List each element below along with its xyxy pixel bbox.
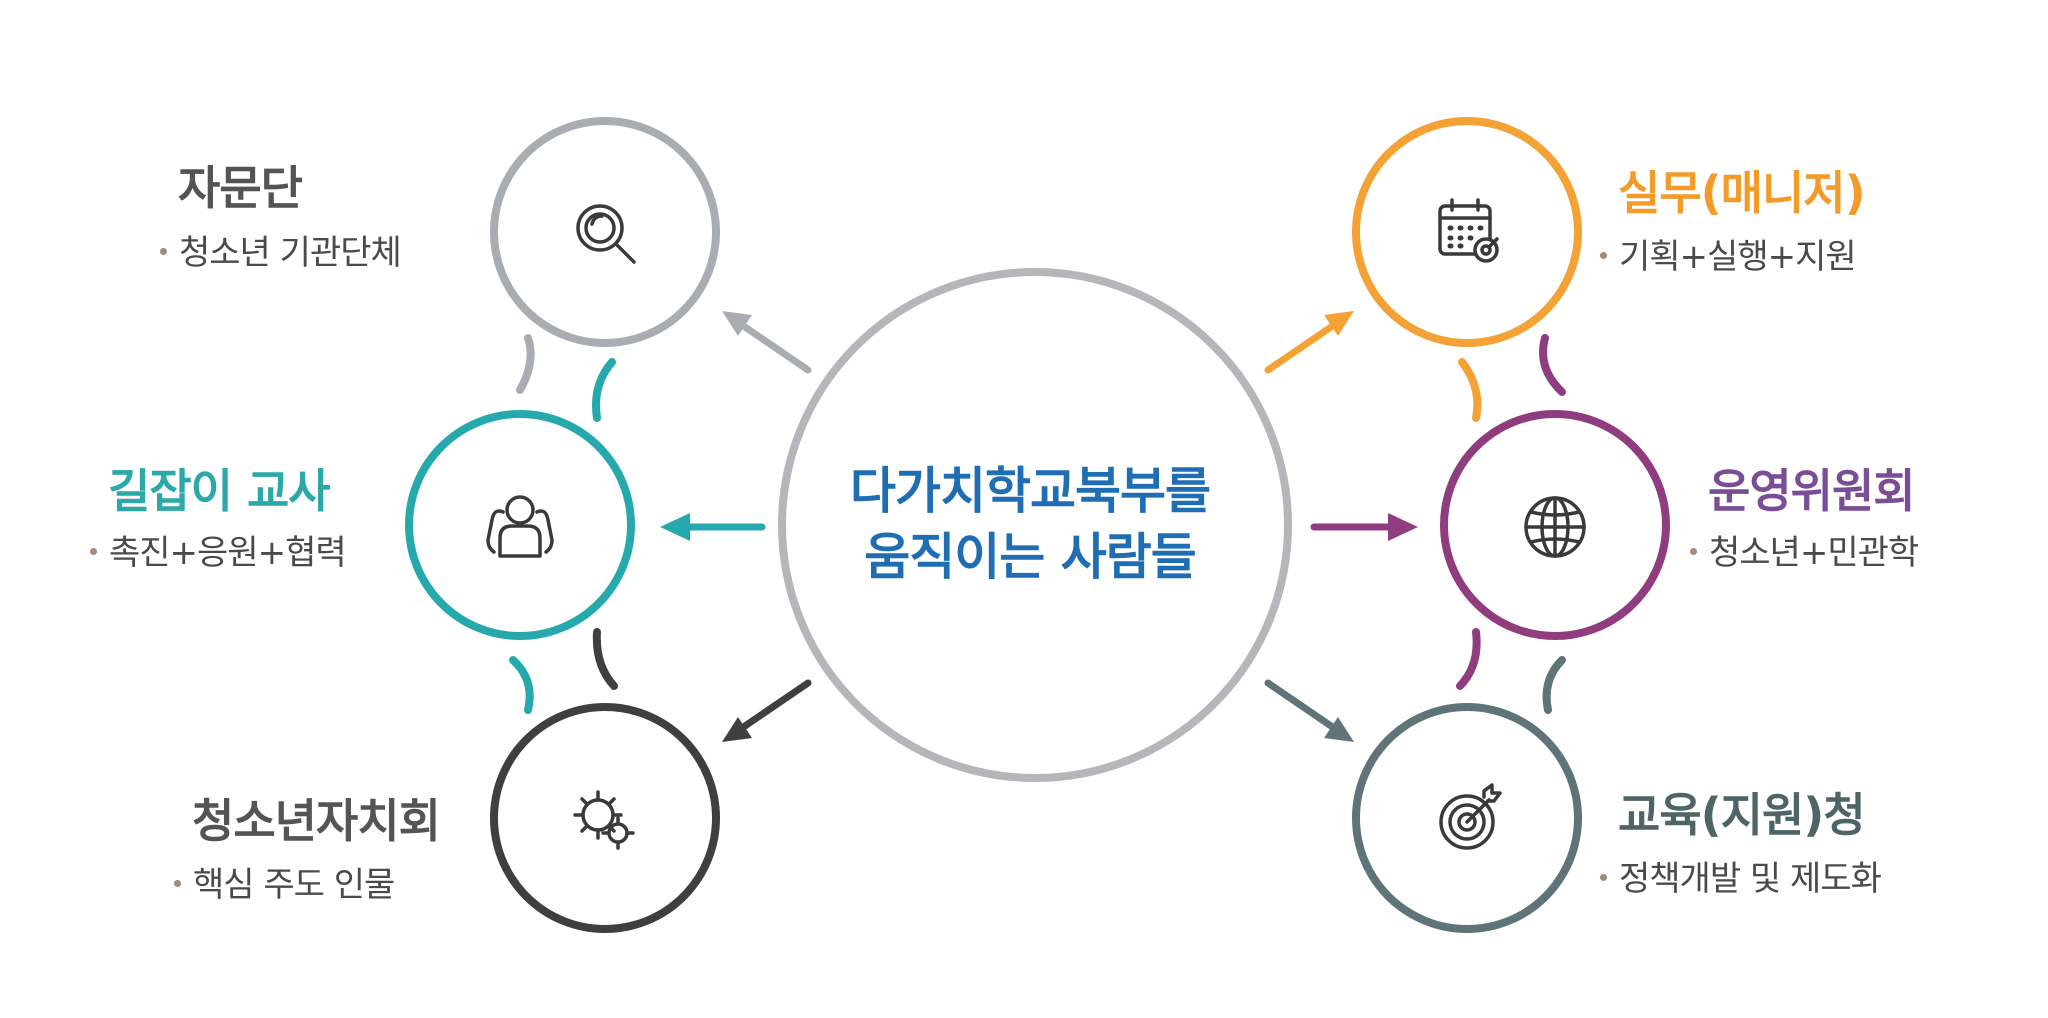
connector-arc bbox=[592, 628, 618, 690]
connector-arc bbox=[509, 656, 534, 714]
center-circle bbox=[778, 268, 1292, 782]
arrow-head bbox=[660, 513, 690, 541]
committee-subtitle: 청소년+민관학 bbox=[1690, 533, 1919, 573]
youth-circle bbox=[490, 703, 720, 933]
people-icon bbox=[486, 495, 554, 558]
bullet-dot bbox=[1600, 252, 1607, 259]
advisory-subtitle: 청소년 기관단체 bbox=[160, 233, 402, 273]
connector-arc bbox=[1456, 628, 1481, 690]
education-circle bbox=[1352, 703, 1582, 933]
education-subtitle-text: 정책개발 및 제도화 bbox=[1619, 859, 1882, 899]
youth-subtitle-text: 핵심 주도 인물 bbox=[193, 865, 395, 905]
arrow-youth bbox=[738, 679, 812, 732]
guide-subtitle-text: 촉진+응원+협력 bbox=[109, 533, 347, 573]
bullet-dot bbox=[160, 248, 167, 255]
youth-subtitle: 핵심 주도 인물 bbox=[174, 865, 395, 905]
arrow-head bbox=[1324, 717, 1354, 742]
guide-title: 길잡이 교사 bbox=[108, 464, 331, 518]
arrow-head bbox=[1388, 513, 1418, 541]
manager-subtitle: 기획+실행+지원 bbox=[1600, 237, 1857, 277]
education-subtitle: 정책개발 및 제도화 bbox=[1600, 859, 1882, 899]
arrow-head bbox=[722, 717, 752, 742]
center-title: 다가치학교북부를 움직이는 사람들 bbox=[780, 458, 1280, 590]
manager-subtitle-text: 기획+실행+지원 bbox=[1619, 237, 1857, 277]
target-icon bbox=[1439, 783, 1502, 850]
arrow-head bbox=[1324, 311, 1354, 336]
bullet-dot bbox=[1690, 548, 1697, 555]
arrow-advisory bbox=[738, 321, 812, 374]
education-title: 교육(지원)청 bbox=[1618, 788, 1866, 842]
guide-subtitle: 촉진+응원+협력 bbox=[90, 533, 347, 573]
gears-icon bbox=[573, 790, 635, 850]
bullet-dot bbox=[90, 548, 97, 555]
globe-icon bbox=[1524, 496, 1586, 558]
arrow-education bbox=[1264, 679, 1338, 732]
bullet-dot bbox=[174, 880, 181, 887]
connector-arc bbox=[516, 334, 535, 394]
committee-subtitle-text: 청소년+민관학 bbox=[1709, 533, 1919, 573]
youth-title: 청소년자치회 bbox=[192, 794, 441, 848]
committee-circle bbox=[1440, 410, 1670, 640]
connector-arc bbox=[1539, 334, 1566, 396]
manager-title: 실무(매니저) bbox=[1618, 166, 1866, 220]
calendar-icon bbox=[1438, 198, 1499, 263]
search-icon bbox=[576, 204, 636, 264]
manager-circle bbox=[1352, 117, 1582, 347]
advisory-circle bbox=[490, 117, 720, 347]
bullet-dot bbox=[1600, 874, 1607, 881]
connector-arc bbox=[1542, 656, 1566, 714]
connector-arc bbox=[592, 358, 616, 422]
arrow-head bbox=[722, 311, 752, 336]
advisory-title: 자문단 bbox=[178, 161, 303, 215]
center-title-line2: 움직이는 사람들 bbox=[864, 528, 1196, 586]
advisory-subtitle-text: 청소년 기관단체 bbox=[179, 233, 402, 273]
committee-title: 운영위원회 bbox=[1708, 464, 1916, 518]
arrow-manager bbox=[1264, 321, 1338, 374]
connector-arc bbox=[1458, 358, 1482, 422]
center-title-line1: 다가치학교북부를 bbox=[850, 462, 1211, 520]
guide-circle bbox=[405, 410, 635, 640]
